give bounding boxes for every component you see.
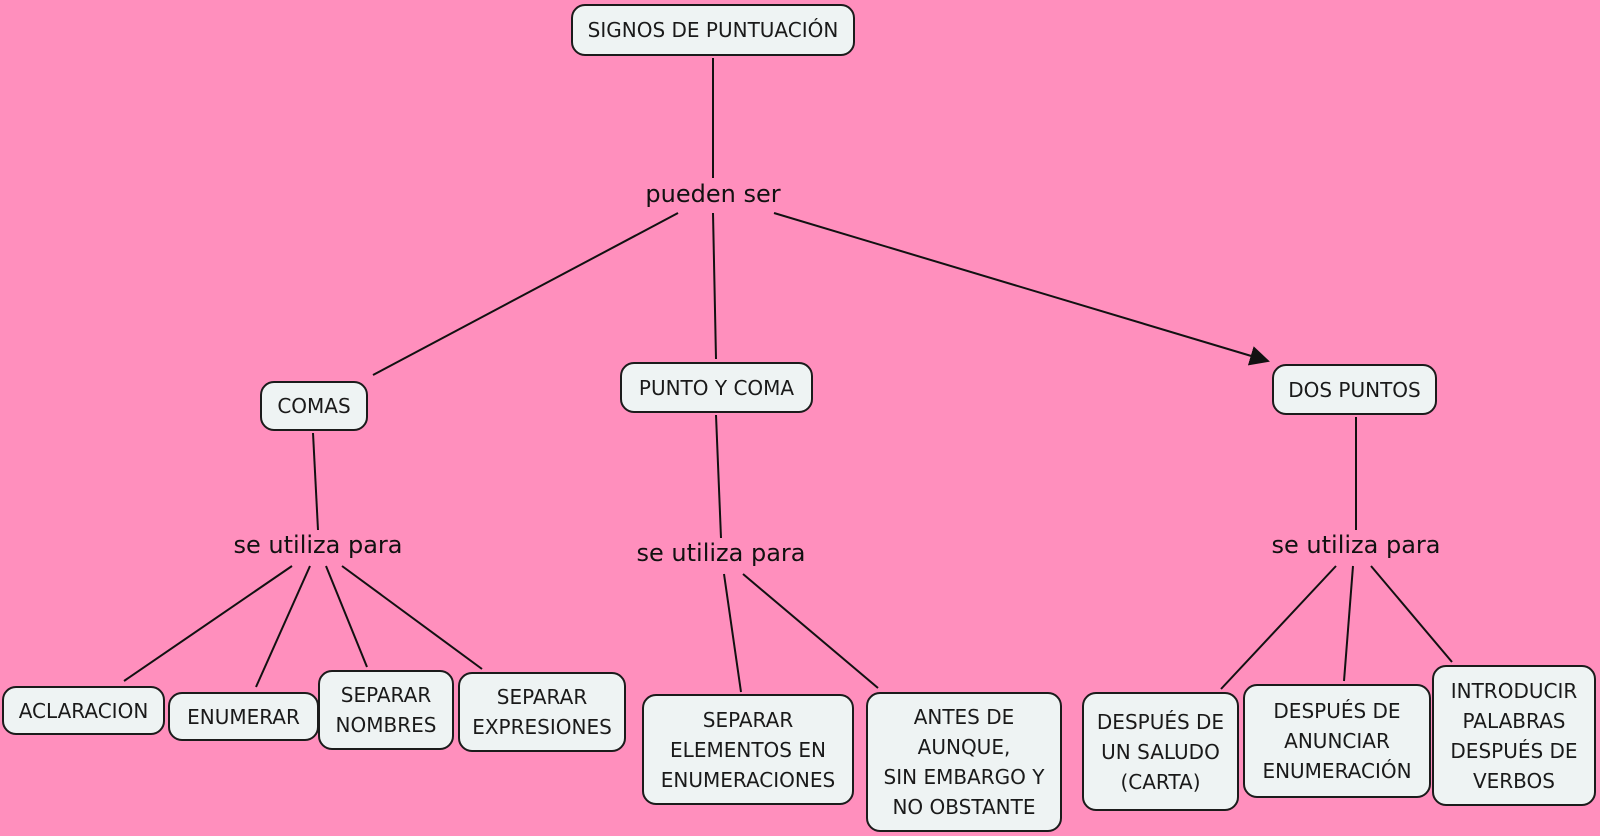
connector-comas-separar-nombres — [325, 565, 368, 668]
connector-comas-enumerar — [255, 565, 311, 688]
connector-pyc-separar-elementos — [723, 573, 742, 693]
root-concept-node: SIGNOS DE PUNTUACIÓN — [571, 4, 855, 56]
connector-comas-separar-expresiones — [341, 565, 483, 670]
use-node-despues-de-anunciar: DESPUÉS DE ANUNCIAR ENUMERACIÓN — [1243, 684, 1431, 798]
punto-y-coma-link-phrase: se utiliza para — [636, 539, 806, 567]
connector-comas-aclaracion — [123, 565, 293, 682]
connector-to-punto-y-coma — [712, 212, 717, 360]
use-node-aclaracion: ACLARACION — [2, 686, 165, 735]
use-node-despues-de-saludo: DESPUÉS DE UN SALUDO (CARTA) — [1082, 692, 1239, 811]
concept-node-comas: COMAS — [260, 381, 368, 431]
dos-puntos-link-phrase: se utiliza para — [1271, 531, 1441, 559]
comas-link-phrase: se utiliza para — [233, 531, 403, 559]
connector-to-comas — [372, 212, 679, 376]
use-node-introducir-palabras: INTRODUCIR PALABRAS DESPUÉS DE VERBOS — [1432, 665, 1596, 806]
use-node-separar-elementos: SEPARAR ELEMENTOS EN ENUMERACIONES — [642, 694, 854, 805]
concept-node-dos-puntos: DOS PUNTOS — [1272, 364, 1437, 415]
use-node-separar-expresiones: SEPARAR EXPRESIONES — [458, 672, 626, 752]
connector-dp-introducir — [1370, 565, 1453, 663]
connector-dp-anunciar — [1343, 565, 1354, 682]
arrow-to-dos-puntos — [773, 212, 1270, 366]
connector-dp-saludo — [1220, 565, 1337, 690]
concept-node-punto-y-coma: PUNTO Y COMA — [620, 362, 813, 413]
use-node-enumerar: ENUMERAR — [168, 692, 319, 741]
connector-punto-y-coma-to-link — [715, 414, 722, 539]
use-node-antes-de-aunque: ANTES DE AUNQUE, SIN EMBARGO Y NO OBSTAN… — [866, 692, 1062, 832]
connector-comas-to-link — [312, 432, 319, 531]
use-node-separar-nombres: SEPARAR NOMBRES — [318, 670, 454, 750]
root-link-phrase: pueden ser — [645, 180, 781, 208]
connector-pyc-antes-de — [742, 573, 879, 689]
